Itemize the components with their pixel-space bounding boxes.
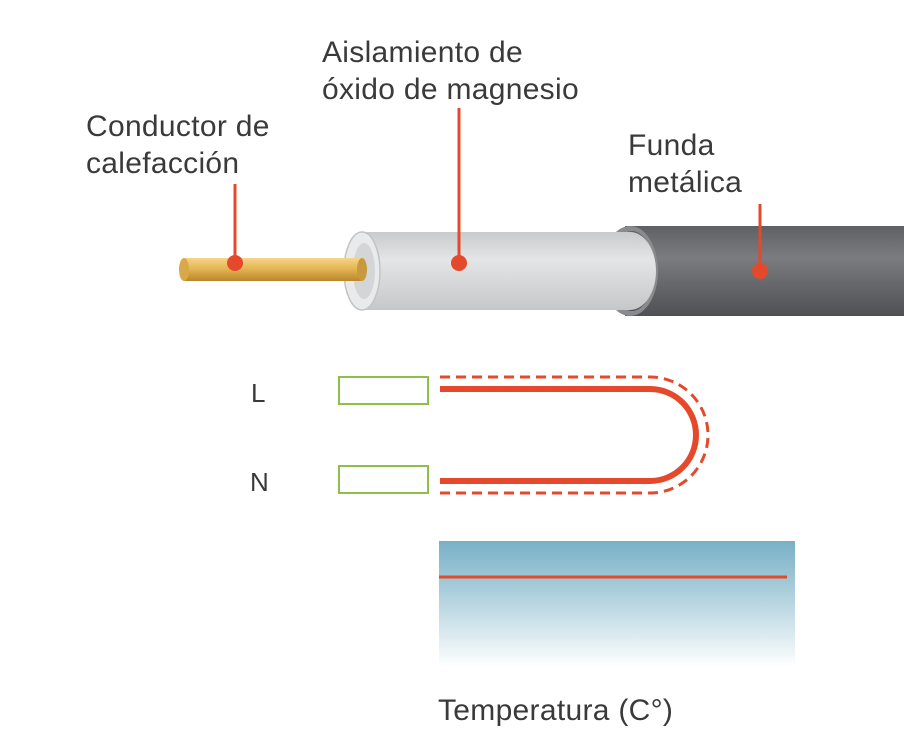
temperature-label: Temperatura (C°) (438, 694, 674, 727)
heating-conductor (179, 258, 367, 281)
heating-loop-outline (440, 375, 710, 495)
insulation-label: Aislamiento de óxido de magnesio (322, 34, 579, 108)
metal-sheath-label: Funda metálica (628, 127, 742, 201)
callout-sheath (752, 204, 768, 279)
heating-conductor-label-line1: Conductor de (86, 110, 270, 143)
heating-loop (440, 386, 699, 484)
insulation-label-line1: Aislamiento de (322, 36, 523, 69)
terminal-l-box (338, 376, 429, 405)
terminal-neutral-label: N (250, 467, 269, 497)
terminal-live-label: L (251, 378, 266, 408)
callout-insulation (451, 108, 467, 271)
insulation-label-line2: óxido de magnesio (322, 73, 579, 106)
heating-conductor-label: Conductor de calefacción (86, 108, 270, 182)
metal-sheath-label-line2: metálica (628, 166, 743, 199)
metal-sheath-label-line1: Funda (628, 129, 715, 162)
heating-conductor-label-line2: calefacción (86, 147, 240, 180)
terminal-n-box (338, 465, 429, 494)
callout-conductor (227, 184, 243, 271)
temperature-band (439, 541, 795, 667)
magnesium-oxide-insulation (343, 231, 656, 311)
